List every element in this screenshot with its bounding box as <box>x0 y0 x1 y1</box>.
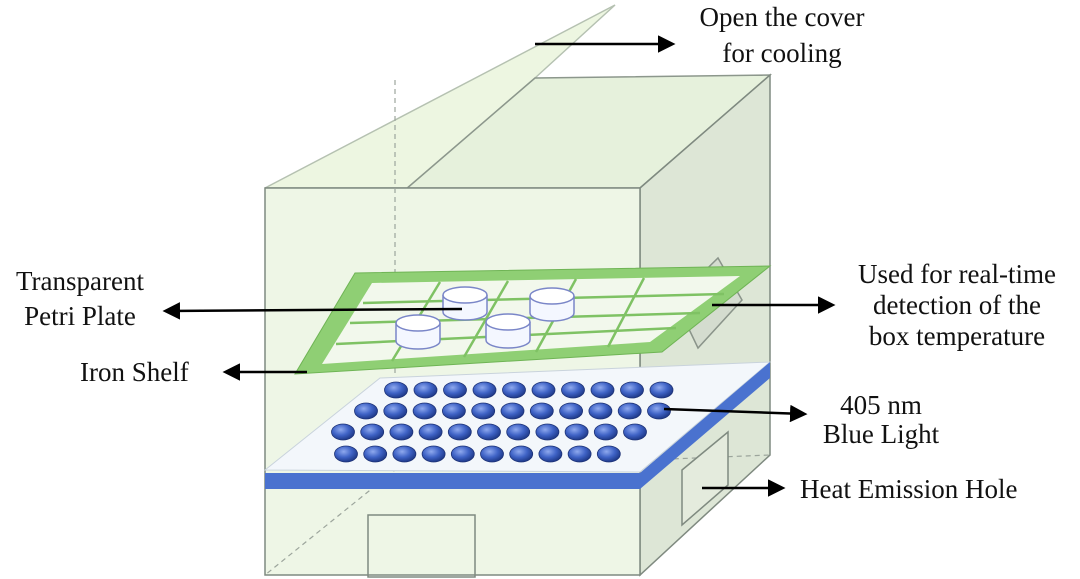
led <box>471 402 496 420</box>
blue-band-right <box>640 362 770 489</box>
label-sensor-line2: detection of the <box>873 290 1041 320</box>
petri-plates <box>395 286 575 350</box>
led <box>593 423 618 441</box>
led <box>389 423 414 441</box>
front-door <box>367 514 476 578</box>
led <box>384 381 408 399</box>
led <box>538 445 563 463</box>
led <box>647 402 671 420</box>
led <box>531 381 556 399</box>
led-array <box>331 381 674 463</box>
led <box>623 423 647 441</box>
led <box>450 445 475 463</box>
led <box>506 423 531 441</box>
pointer-arrows <box>162 35 836 497</box>
label-cover-line1: Open the cover <box>700 2 865 32</box>
led <box>620 381 644 399</box>
led <box>596 445 621 463</box>
led <box>617 402 642 420</box>
led <box>472 381 497 399</box>
label-light-line1: 405 nm <box>840 390 922 420</box>
led <box>363 445 388 463</box>
petri-plate <box>529 287 575 322</box>
led <box>535 423 560 441</box>
led <box>502 381 526 399</box>
petri-plate <box>485 313 531 349</box>
label-petri-line1: Transparent <box>16 266 144 296</box>
led <box>331 423 355 441</box>
led <box>590 381 615 399</box>
led <box>477 423 501 441</box>
petri-plate <box>442 286 488 321</box>
blue-band-front <box>265 473 640 489</box>
led <box>559 402 583 420</box>
led <box>447 423 472 441</box>
arrow-petri <box>162 302 463 320</box>
arrow-light <box>663 404 808 423</box>
label-hole: Heat Emission Hole <box>800 474 1017 504</box>
heat-emission-hole <box>681 430 729 527</box>
label-shelf: Iron Shelf <box>80 357 189 387</box>
led <box>564 423 589 441</box>
led <box>418 423 443 441</box>
led <box>509 445 534 463</box>
led <box>334 445 358 463</box>
led <box>441 402 466 420</box>
label-petri-line2: Petri Plate <box>24 301 136 331</box>
label-light-line2: Blue Light <box>823 419 940 449</box>
led <box>529 402 554 420</box>
led <box>561 381 585 399</box>
led <box>567 445 592 463</box>
label-cover-line2: for cooling <box>722 38 841 68</box>
led <box>360 423 385 441</box>
led <box>383 402 408 420</box>
label-sensor-line1: Used for real-time <box>858 259 1056 289</box>
led <box>412 402 437 420</box>
led <box>421 445 446 463</box>
led <box>588 402 613 420</box>
led <box>480 445 504 463</box>
label-sensor-line3: box temperature <box>869 321 1045 351</box>
led <box>392 445 417 463</box>
led <box>443 381 467 399</box>
petri-plate <box>395 314 441 350</box>
led <box>413 381 438 399</box>
labels: Open the cover for cooling Transparent P… <box>16 2 1056 504</box>
led <box>354 402 378 420</box>
led <box>649 381 674 399</box>
led <box>500 402 525 420</box>
